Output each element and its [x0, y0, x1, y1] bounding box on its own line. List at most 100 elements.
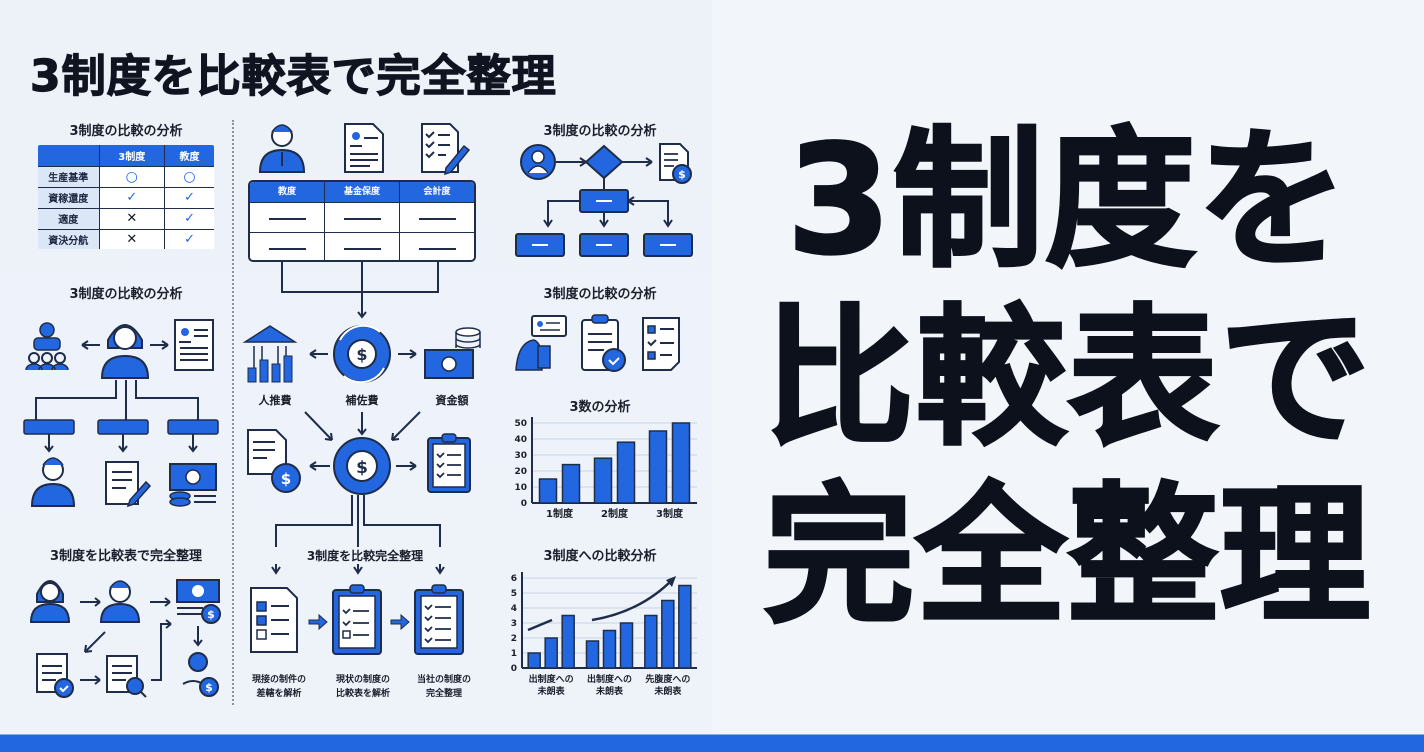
svg-text:出制度への: 出制度への — [529, 673, 574, 685]
svg-text:0: 0 — [511, 664, 517, 674]
flow-label: 人推費 — [258, 394, 292, 407]
svg-text:$: $ — [281, 470, 291, 488]
table-header-blank — [38, 145, 100, 167]
svg-text:未朗表: 未朗表 — [595, 685, 624, 697]
checklist-document-icon — [642, 317, 680, 371]
table-header: 教度 — [164, 145, 214, 167]
svg-text:$: $ — [205, 681, 213, 694]
person-money-icon: $ — [182, 652, 219, 697]
section-title-flow: 3制度を比較表で完全整理 — [49, 549, 203, 564]
clipboard-checklist-icon — [427, 433, 471, 493]
man-user-icon — [99, 580, 141, 623]
table-row — [250, 202, 474, 232]
svg-text:未朗表: 未朗表 — [537, 685, 566, 697]
clipboard-partial-icon — [332, 584, 382, 655]
bar — [538, 478, 558, 504]
bar — [593, 457, 613, 504]
row-label: 適度 — [38, 207, 100, 230]
dollar-coin-icon: $ — [333, 437, 391, 495]
bar — [661, 599, 675, 669]
table-row: 資決分航 ✕ ✓ — [38, 228, 214, 249]
org-box — [23, 419, 75, 435]
bar — [616, 441, 636, 504]
clipboard-approved-icon — [581, 314, 626, 372]
consultation-icon — [515, 315, 567, 371]
process-flow-diagram: $ $ — [29, 579, 221, 698]
process-steps — [250, 584, 464, 655]
bar — [678, 584, 692, 669]
profile-document-icon — [344, 123, 384, 173]
hero-panel — [712, 0, 1424, 734]
row-label: 生産基準 — [38, 165, 100, 188]
section-title-org: 3制度の比較の分析 — [69, 287, 183, 302]
hero-line: 完全整理 — [762, 469, 1372, 646]
document-search-icon — [106, 655, 147, 698]
table-row: 生産基準 ○ ○ — [38, 165, 214, 188]
bar — [671, 422, 691, 504]
svg-text:10: 10 — [514, 483, 527, 493]
step-caption: 現状の制度の 比較表を解析 — [335, 675, 390, 699]
bar — [648, 430, 668, 504]
svg-text:未朗表: 未朗表 — [653, 685, 682, 697]
bar — [585, 640, 600, 669]
row-label: 資稼還度 — [38, 186, 100, 209]
cross-icon: ✕ — [98, 228, 166, 249]
comparison-table: 3制度 教度 生産基準 ○ ○ 資稼還度 ✓ ✓ 適度 ✕ ✓ 資決分航 ✕ ✓ — [36, 143, 216, 251]
money-flow-diagram: $ $ $ — [242, 262, 481, 495]
middle-comparison-table: 教度 基金保度 会計度 — [248, 180, 476, 262]
table-row: 資稼還度 ✓ ✓ — [38, 186, 214, 209]
svg-text:40: 40 — [514, 435, 527, 445]
money-stack-icon — [169, 463, 217, 507]
money-bill-icon: $ — [176, 579, 221, 624]
businessman-icon — [258, 124, 306, 173]
approved-document-icon — [36, 653, 74, 698]
table-row: 適度 ✕ ✓ — [38, 207, 214, 230]
clipboard-complete-icon — [414, 584, 464, 655]
svg-text:$: $ — [207, 608, 215, 621]
svg-text:1: 1 — [511, 649, 517, 659]
bar — [644, 614, 658, 669]
row-label: 資決分航 — [38, 228, 100, 249]
org-box — [167, 419, 219, 435]
checkbox-document-icon — [250, 587, 298, 653]
decision-flowchart: $ — [515, 143, 693, 257]
check-icon: ✓ — [98, 186, 166, 209]
checklist-pen-icon — [421, 123, 471, 176]
table-header: 基金保度 — [325, 182, 400, 202]
bar — [602, 629, 617, 669]
section-title-comparison: 3制度の比較の分析 — [69, 124, 183, 139]
bar — [544, 637, 558, 669]
analysis-icons-row — [515, 314, 680, 372]
table-header: 会計度 — [423, 187, 451, 197]
svg-text:$: $ — [678, 168, 686, 181]
woman-avatar-icon — [100, 324, 150, 379]
svg-text:2: 2 — [511, 634, 517, 644]
team-icon — [25, 322, 69, 371]
org-box — [97, 419, 149, 435]
chart-title: 3数の分析 — [569, 400, 631, 415]
svg-text:20: 20 — [514, 467, 527, 477]
table-header: 教度 — [250, 182, 325, 202]
svg-text:3: 3 — [511, 619, 517, 629]
table-header: 3制度 — [98, 145, 166, 167]
hero-line: 3制度を — [785, 113, 1350, 290]
document-edit-icon — [105, 461, 152, 508]
table-row — [250, 232, 474, 260]
process-section-title: 3制度を比較完全整理 — [275, 547, 455, 564]
flow-label: 補佐費 — [345, 394, 379, 407]
svg-text:6: 6 — [511, 574, 517, 584]
hero-headline: 3制度を 比較表で 完全整理 — [712, 112, 1424, 646]
flow-label: 資金額 — [435, 394, 469, 407]
bar — [561, 614, 575, 669]
bar — [561, 463, 581, 504]
resume-document-icon — [174, 319, 214, 371]
chart-title: 3制度への比較分析 — [543, 549, 657, 564]
bottom-accent-bar — [0, 734, 1424, 752]
circle-mark-icon: ○ — [164, 165, 214, 188]
bar — [527, 652, 541, 669]
check-icon: ✓ — [164, 186, 214, 209]
invoice-dollar-icon: $ — [247, 429, 301, 493]
svg-text:4: 4 — [511, 604, 517, 614]
businessman-icon — [30, 457, 76, 507]
